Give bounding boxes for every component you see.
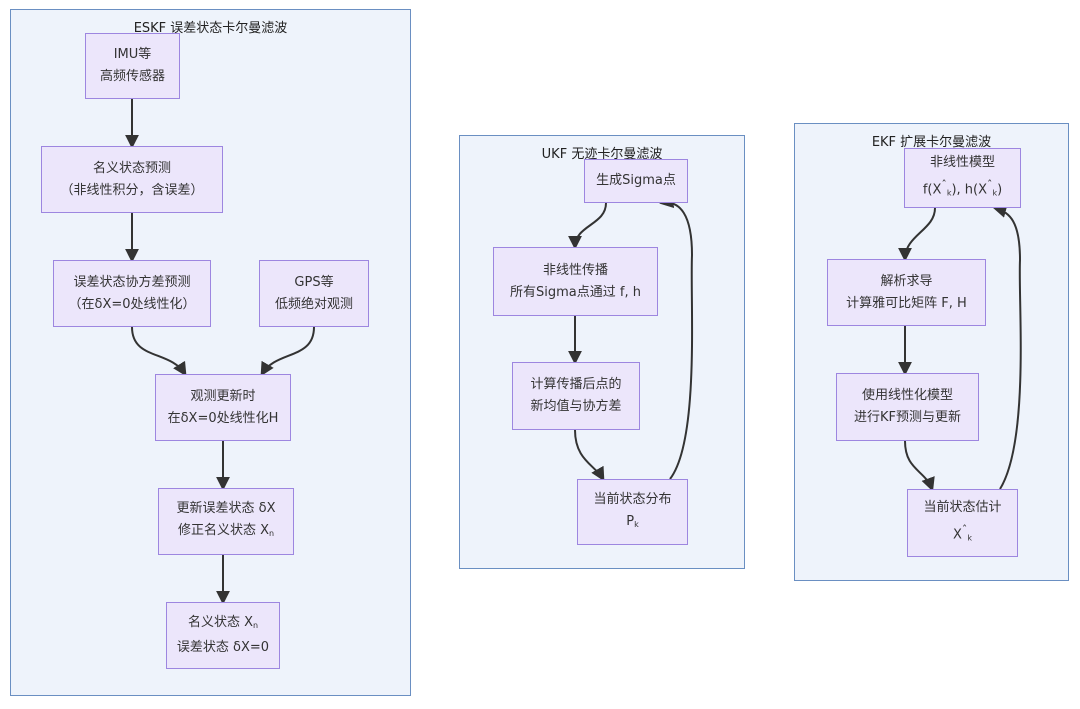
node-mean-cov-line2: 新均值与协方差 [530, 399, 622, 414]
node-estimate-line1: 当前状态估计 [923, 499, 1002, 515]
node-model-h-text: ), h(X [951, 182, 988, 198]
node-imu-line2: 高频传感器 [99, 69, 165, 84]
node-dist: 当前状态分布 Pk [577, 479, 688, 545]
node-reset-line1: 名义状态 Xn [188, 612, 258, 637]
node-obs-update-line2: 在δX=0处线性化H [167, 410, 279, 426]
node-estimate-sub: k [967, 533, 972, 543]
node-model-hat1: ˆ [941, 177, 947, 191]
node-gen-sigma: 生成Sigma点 [584, 159, 688, 203]
node-obs-update-line1: 观测更新时 [190, 388, 256, 404]
node-estimate-x: X [953, 527, 962, 543]
node-dist-line2: Pk [626, 511, 638, 536]
node-obs-update: 观测更新时 在δX=0处线性化H [155, 374, 291, 441]
ekf-cluster-title: EKF 扩展卡尔曼滤波 [871, 135, 992, 150]
edge-meancov-to-dist [574, 429, 605, 482]
node-gps-line1: GPS等 [294, 274, 334, 290]
node-correct-line2-sub: n [268, 529, 275, 538]
node-dist-line2-sub: k [634, 519, 639, 529]
edge-dist-loop [659, 194, 694, 480]
node-kf-line2: 进行KF预测与更新 [853, 410, 961, 425]
node-estimate-line2: Xˆk [953, 519, 972, 549]
node-kf-line1: 使用线性化模型 [861, 388, 953, 403]
node-cov-predict: 误差状态协方差预测 （在δX=0处线性化） [53, 260, 211, 327]
node-model-hat2: ˆ [987, 177, 993, 191]
edge-estimate-loop [992, 204, 1022, 490]
node-reset-line1-text: 名义状态 X [187, 615, 253, 630]
node-imu-line1: IMU等 [113, 47, 152, 62]
edge-gps-to-update [260, 326, 315, 377]
node-model-line2: f(Xˆk), h(Xˆk) [923, 174, 1002, 204]
node-correct-line2-text: 修正名义状态 X [177, 523, 269, 538]
eskf-cluster: ESKF 误差状态卡尔曼滤波 [10, 9, 411, 696]
node-gps-line2: 低频绝对观测 [274, 296, 353, 312]
node-jacobian-line2: 计算雅可比矩阵 F, H [846, 295, 967, 311]
node-model-close: ) [997, 182, 1003, 198]
node-nominal-predict-line2: （非线性积分，含误差） [60, 182, 204, 198]
node-model: 非线性模型 f(Xˆk), h(Xˆk) [904, 148, 1021, 208]
node-dist-line2-text: P [626, 513, 635, 529]
node-cov-predict-line1: 误差状态协方差预测 [73, 274, 191, 290]
node-estimate: 当前状态估计 Xˆk [907, 489, 1018, 557]
edge-gen-to-propagate [568, 202, 607, 250]
node-reset-line1-sub: n [252, 621, 259, 630]
node-cov-predict-line2: （在δX=0处线性化） [68, 296, 196, 312]
node-model-f-text: f(X [922, 182, 942, 198]
node-model-sub1: k [946, 188, 952, 198]
node-jacobian-line1: 解析求导 [880, 273, 933, 289]
node-correct: 更新误差状态 δX 修正名义状态 Xn [158, 488, 294, 555]
node-estimate-hat: ˆ [961, 522, 968, 536]
node-reset: 名义状态 Xn 误差状态 δX=0 [166, 602, 280, 669]
node-nominal-predict: 名义状态预测 （非线性积分，含误差） [41, 146, 223, 213]
node-imu: IMU等 高频传感器 [85, 33, 180, 99]
node-model-sub2: k [992, 188, 998, 198]
node-correct-line2: 修正名义状态 Xn [178, 520, 274, 545]
node-propagate-line1: 非线性传播 [542, 262, 608, 278]
edge-cov-to-update [131, 326, 187, 377]
node-model-line1: 非线性模型 [929, 154, 995, 170]
node-propagate: 非线性传播 所有Sigma点通过 f, h [493, 247, 658, 316]
node-jacobian: 解析求导 计算雅可比矩阵 F, H [827, 259, 986, 326]
node-correct-line1: 更新误差状态 δX [176, 501, 276, 516]
ukf-cluster-title: UKF 无迹卡尔曼滤波 [541, 147, 663, 162]
edge-model-to-jacobian [898, 207, 936, 262]
node-dist-line1: 当前状态分布 [593, 491, 672, 507]
node-mean-cov-line1: 计算传播后点的 [530, 377, 622, 392]
edge-kf-to-estimate [904, 440, 935, 492]
node-kf: 使用线性化模型 进行KF预测与更新 [836, 373, 979, 441]
node-gps: GPS等 低频绝对观测 [259, 260, 369, 327]
node-mean-cov: 计算传播后点的 新均值与协方差 [512, 362, 640, 430]
node-gen-sigma-line1: 生成Sigma点 [596, 173, 676, 188]
node-nominal-predict-line1: 名义状态预测 [92, 160, 171, 176]
node-reset-line2: 误差状态 δX=0 [176, 640, 270, 655]
node-propagate-line2: 所有Sigma点通过 f, h [510, 284, 641, 300]
eskf-cluster-title: ESKF 误差状态卡尔曼滤波 [133, 21, 288, 36]
